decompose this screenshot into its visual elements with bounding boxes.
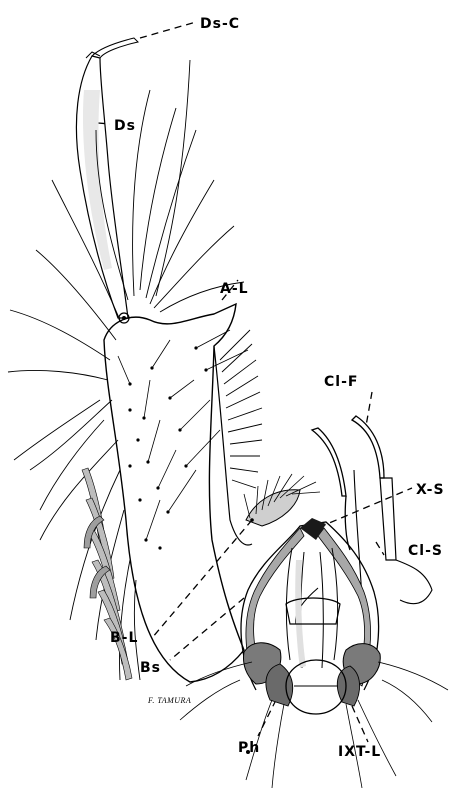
label-ph: Ph: [238, 740, 260, 756]
label-b-l: B-L: [110, 630, 138, 646]
label-ds-c: Ds-C: [200, 16, 240, 32]
label-a-l: A-L: [220, 281, 249, 297]
label-cl-f: Cl-F: [324, 374, 358, 390]
basal-lobe: [244, 474, 320, 526]
label-cl-s: Cl-S: [408, 543, 443, 559]
basistyle: [104, 304, 262, 682]
label-bs: Bs: [140, 660, 161, 676]
long-setae: [8, 60, 244, 680]
artist-signature: F. TAMURA: [147, 696, 191, 705]
label-ixt-l: IXT-L: [338, 744, 381, 760]
dististyle: [76, 38, 138, 318]
label-ds: Ds: [114, 118, 136, 134]
label-x-s: X-S: [416, 482, 445, 498]
